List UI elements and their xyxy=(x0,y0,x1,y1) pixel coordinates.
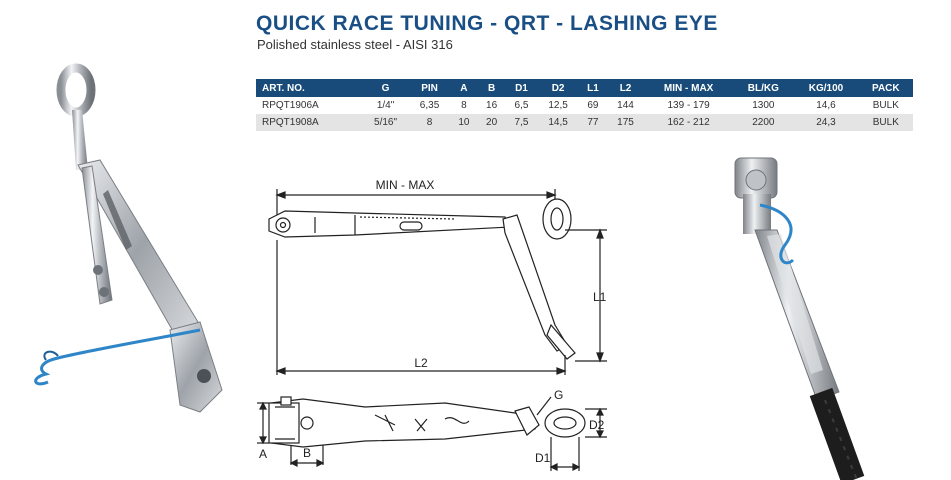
table-cell: 1300 xyxy=(733,97,794,114)
table-cell: 139 - 179 xyxy=(643,97,734,114)
table-cell: 24,3 xyxy=(793,114,859,131)
col-pin: PIN xyxy=(408,79,451,97)
product-photo-left xyxy=(34,63,223,413)
product-title: QUICK RACE TUNING - QRT - LASHING EYE xyxy=(256,12,718,35)
table-cell: 77 xyxy=(578,114,608,131)
table-cell: 6,35 xyxy=(408,97,451,114)
col-l2: L2 xyxy=(607,79,644,97)
product-subtitle: Polished stainless steel - AISI 316 xyxy=(257,37,453,52)
label-min-max: MIN - MAX xyxy=(376,178,435,192)
table-cell: 10 xyxy=(450,114,478,131)
table-cell: 2200 xyxy=(733,114,794,131)
blue-rope-icon xyxy=(759,203,795,265)
label-b: B xyxy=(303,446,311,460)
turnbuckle-top-outline xyxy=(270,398,536,448)
table-cell: BULK xyxy=(858,114,913,131)
col-bl-kg: BL/KG xyxy=(733,79,794,97)
label-d1: D1 xyxy=(535,451,551,465)
table-cell: RPQT1908A xyxy=(256,114,363,131)
technical-drawing-side: MIN - MAX L1 L2 xyxy=(268,178,607,375)
table-cell: 1/4" xyxy=(362,97,409,114)
turnbuckle-outline xyxy=(268,210,511,238)
table-cell: 5/16" xyxy=(362,114,409,131)
label-d2: D2 xyxy=(589,418,605,432)
spec-table-header: ART. NO. G PIN A B D1 D2 L1 L2 MIN - MAX… xyxy=(256,79,913,97)
lever-arm-icon xyxy=(81,165,113,305)
lashing-eye-outline xyxy=(542,198,572,240)
table-cell: 7,5 xyxy=(505,114,538,131)
cable-icon xyxy=(809,387,865,480)
col-min-max: MIN - MAX xyxy=(643,79,734,97)
table-cell: 12,5 xyxy=(537,97,579,114)
table-cell: 175 xyxy=(607,114,644,131)
col-l1: L1 xyxy=(578,79,608,97)
table-row: RPQT1908A 5/16" 8 10 20 7,5 14,5 77 175 … xyxy=(256,114,913,131)
spec-table: ART. NO. G PIN A B D1 D2 L1 L2 MIN - MAX… xyxy=(256,79,913,131)
label-g: G xyxy=(554,388,563,402)
product-photo-right xyxy=(734,157,865,480)
jaw-icon xyxy=(169,321,223,413)
shaft-icon xyxy=(72,110,88,170)
table-cell: 14,5 xyxy=(537,114,579,131)
col-pack: PACK xyxy=(858,79,913,97)
table-row: RPQT1906A 1/4" 6,35 8 16 6,5 12,5 69 144… xyxy=(256,97,913,114)
col-b: B xyxy=(477,79,506,97)
table-cell: 162 - 212 xyxy=(643,114,734,131)
table-cell: RPQT1906A xyxy=(256,97,363,114)
col-d2: D2 xyxy=(537,79,579,97)
table-cell: 16 xyxy=(477,97,506,114)
table-cell: 8 xyxy=(408,114,451,131)
col-kg-100: KG/100 xyxy=(793,79,859,97)
table-cell: BULK xyxy=(858,97,913,114)
blue-rope-icon xyxy=(34,328,201,386)
table-cell: 14,6 xyxy=(793,97,859,114)
table-cell: 8 xyxy=(450,97,478,114)
lashing-eye-top-outline xyxy=(544,408,586,438)
table-cell: 20 xyxy=(477,114,506,131)
col-d1: D1 xyxy=(505,79,538,97)
label-l1: L1 xyxy=(593,290,607,304)
table-cell: 69 xyxy=(578,97,608,114)
technical-drawing-top: G D2 D1 A B xyxy=(257,388,607,471)
label-a: A xyxy=(259,447,267,461)
lashing-eye-icon xyxy=(56,63,96,117)
col-art-no: ART. NO. xyxy=(256,79,363,97)
label-l2: L2 xyxy=(414,356,428,370)
col-a: A xyxy=(450,79,478,97)
table-cell: 6,5 xyxy=(505,97,538,114)
col-g: G xyxy=(362,79,409,97)
table-cell: 144 xyxy=(607,97,644,114)
